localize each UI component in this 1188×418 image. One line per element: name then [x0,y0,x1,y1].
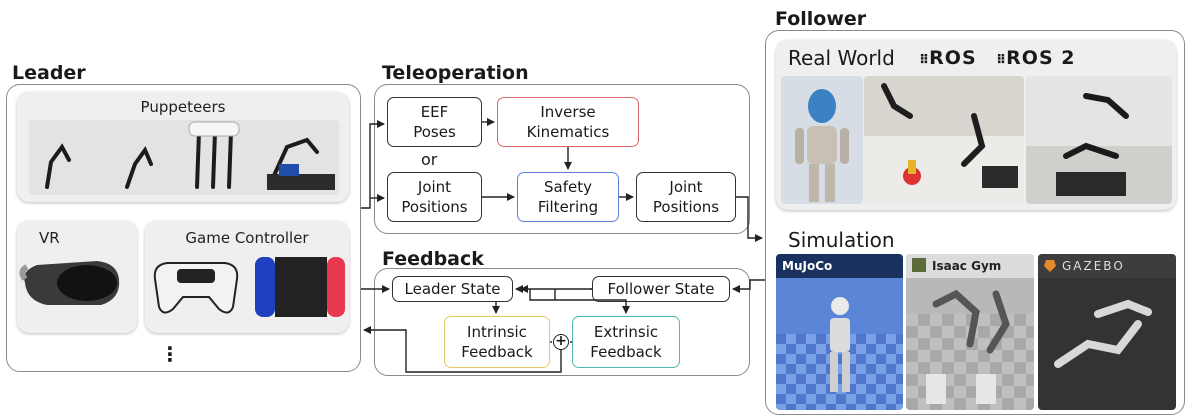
feedback-title: Feedback [382,248,484,270]
intrinsic-feedback-node: Intrinsic Feedback [444,316,550,368]
joint-positions-input-node: Joint Positions [387,172,482,222]
game-controller-image [153,257,345,317]
gazebo-sim-view: GAZEBO [1038,254,1176,410]
ros2-logo: ⠿ROS 2 [996,47,1076,69]
vr-headset-image [19,261,120,305]
mobile-manipulator-photo [1026,76,1172,204]
puppeteers-panel: Puppeteers [17,92,349,202]
puppeteer-robots-image [29,120,339,195]
humanoid-robot-photo [781,76,863,204]
vr-panel: VR [17,221,137,333]
more-devices-ellipsis: ⋮ [160,342,180,366]
mujoco-label: MuJoCo [782,259,833,273]
isaac-gym-label: Isaac Gym [932,259,1002,273]
ros-logo: ⠿ROS [919,47,977,69]
safety-filtering-node: Safety Filtering [517,172,619,222]
real-world-label: Real World [788,46,895,70]
joint-positions-output-node: Joint Positions [636,172,736,222]
mujoco-sim-view: MuJoCo [776,254,903,410]
game-controller-label: Game Controller [185,229,309,247]
gazebo-label: GAZEBO [1062,259,1125,273]
leader-title: Leader [12,62,86,84]
follower-title: Follower [775,8,867,30]
eef-poses-node: EEF Poses [387,97,482,147]
simulation-label: Simulation [788,228,895,252]
or-label: or [421,150,438,169]
leader-state-node: Leader State [392,276,513,302]
teleoperation-title: Teleoperation [382,62,529,84]
puppeteers-label: Puppeteers [140,98,226,116]
real-world-panel: Real World ⠿ROS ⠿ROS 2 [776,40,1176,210]
sum-node: + [553,334,569,350]
dual-arm-table-photo [864,76,1024,204]
extrinsic-feedback-node: Extrinsic Feedback [572,316,680,368]
game-controller-panel: Game Controller [145,221,349,333]
simulation-panel: Simulation MuJoCo Isaac Gym [776,222,1176,410]
follower-state-node: Follower State [592,276,730,302]
plus-sign: + [555,333,567,349]
isaac-gym-sim-view: Isaac Gym [906,254,1034,410]
inverse-kinematics-node: Inverse Kinematics [497,97,639,147]
vr-label: VR [39,229,60,247]
